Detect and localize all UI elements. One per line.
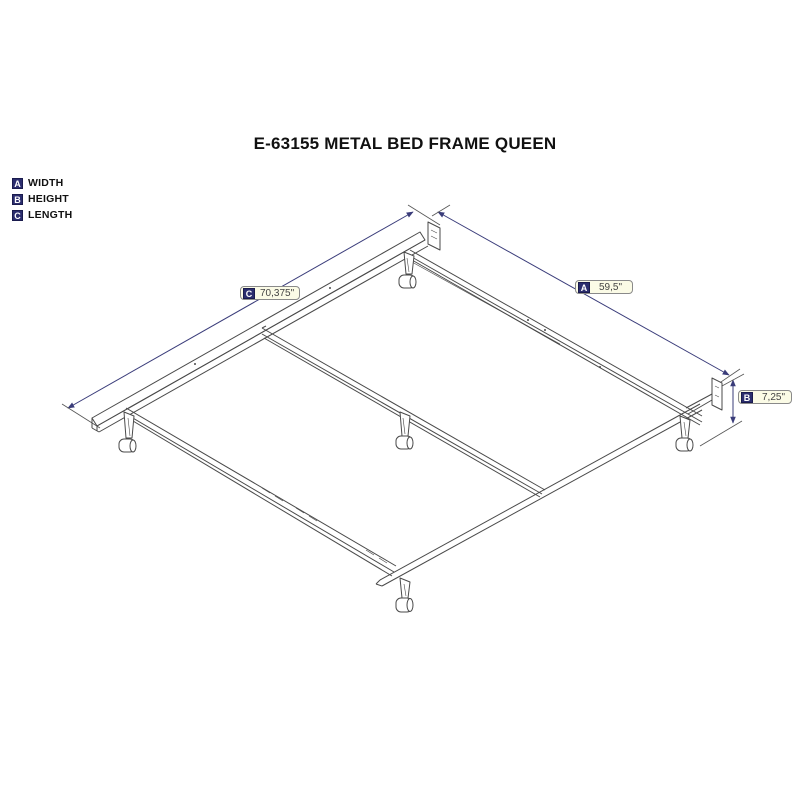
caster-1 [398, 251, 417, 289]
legend-label-length: LENGTH [28, 209, 73, 221]
caster-4 [675, 415, 694, 452]
legend-item-length: C LENGTH [12, 207, 72, 223]
side-rail-left [91, 231, 429, 433]
dimension-value-height: 7,25" [762, 391, 786, 403]
legend-badge-a: A [12, 177, 23, 189]
rail-holes [194, 287, 601, 368]
foot-crossbar [125, 407, 397, 577]
legend-badge-c: C [12, 209, 23, 221]
dimension-badge-a: A [578, 281, 590, 293]
dimension-line-height [699, 373, 745, 447]
legend-item-height: B HEIGHT [12, 191, 72, 207]
page-title: E-63155 METAL BED FRAME QUEEN [253, 134, 557, 153]
legend-item-width: A WIDTH [12, 175, 72, 191]
side-rail-right [375, 403, 703, 587]
dimension-label-length: C 70,375" [240, 286, 301, 300]
legend-label-width: WIDTH [28, 177, 64, 189]
dimension-label-width: A 59,5" [575, 280, 633, 294]
dimension-value-length: 70,375" [260, 287, 295, 299]
dimension-value-width: 59,5" [599, 281, 623, 293]
head-crossbar [409, 249, 703, 426]
dimension-label-height: B 7,25" [738, 390, 792, 404]
caster-2 [118, 411, 137, 453]
headboard-bracket-right [685, 377, 723, 415]
dimension-badge-b: B [741, 391, 753, 403]
caster-5 [395, 577, 414, 613]
dimension-legend: A WIDTH B HEIGHT C LENGTH [12, 175, 72, 223]
caster-3 [395, 411, 414, 450]
headboard-bracket-left [427, 221, 441, 251]
legend-label-height: HEIGHT [28, 193, 69, 205]
center-crossbar [261, 325, 546, 498]
legend-badge-b: B [12, 193, 23, 205]
inner-rail [411, 261, 561, 346]
dimension-line-length [61, 204, 441, 429]
dimension-badge-c: C [243, 287, 255, 299]
